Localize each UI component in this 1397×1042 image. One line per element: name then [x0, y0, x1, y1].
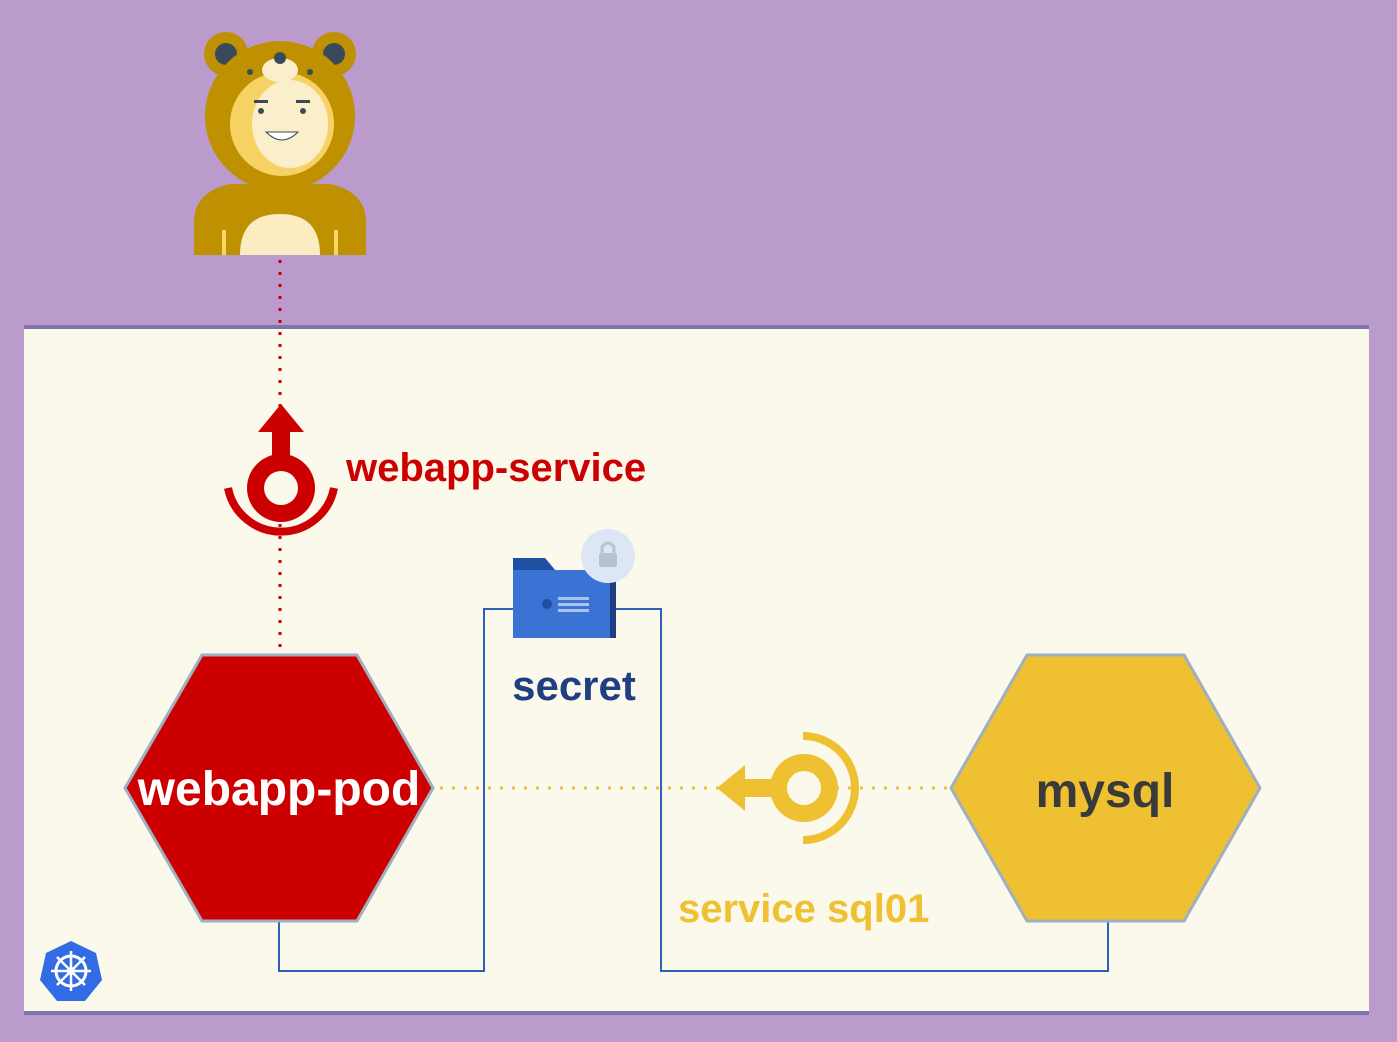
webapp-service-label: webapp-service	[345, 446, 646, 490]
service-sql01-label: service sql01	[678, 887, 929, 931]
webapp-pod-node: webapp-pod	[123, 653, 435, 923]
connector-pod-to-secret	[278, 608, 513, 972]
locked-folder-icon	[513, 529, 635, 638]
service-left-arrow-icon	[717, 732, 859, 844]
connector-secret-to-mysql	[616, 608, 1109, 972]
bear-costume-user-icon	[194, 32, 366, 255]
webapp-pod-label: webapp-pod	[137, 763, 421, 816]
kubernetes-icon	[40, 941, 102, 1001]
mysql-label: mysql	[1036, 765, 1175, 818]
service-up-arrow-icon	[224, 404, 338, 536]
secret-label: secret	[512, 662, 636, 709]
mysql-node: mysql	[949, 653, 1262, 923]
